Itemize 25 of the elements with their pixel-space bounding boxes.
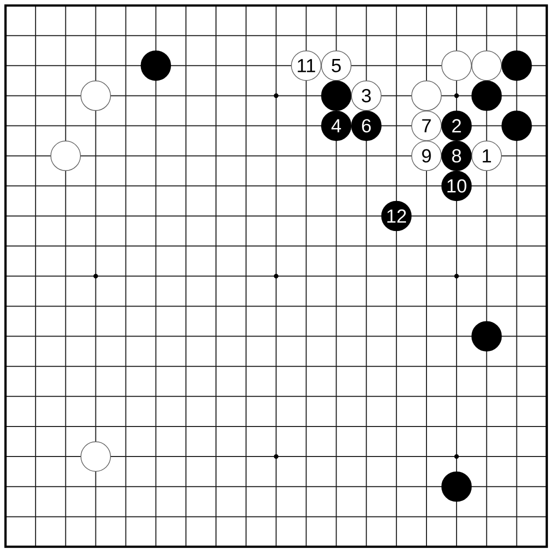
- stone: [471, 80, 502, 111]
- numbered-stone: 3: [351, 80, 382, 111]
- stone: [441, 50, 472, 81]
- stone: [80, 80, 111, 111]
- stone: [411, 80, 442, 111]
- stone: [321, 80, 352, 111]
- numbered-stone: 11: [291, 50, 322, 81]
- stone: [502, 110, 532, 141]
- stone: [471, 321, 502, 352]
- stone: [80, 441, 111, 472]
- numbered-stone: 10: [441, 170, 472, 202]
- stone: [441, 471, 472, 502]
- numbered-stone: 12: [381, 200, 412, 232]
- stone: [50, 140, 81, 172]
- numbered-stone: 7: [411, 110, 442, 141]
- numbered-stone: 8: [441, 140, 472, 172]
- stone: [471, 50, 502, 81]
- stone: [140, 50, 172, 81]
- numbered-stone: 9: [411, 140, 442, 172]
- numbered-stone: 5: [321, 50, 352, 81]
- numbered-stone: 1: [471, 140, 502, 172]
- numbered-stone: 6: [351, 110, 382, 141]
- stone: [502, 50, 532, 81]
- numbered-stone: 4: [321, 110, 352, 141]
- numbered-stone: 2: [441, 110, 472, 141]
